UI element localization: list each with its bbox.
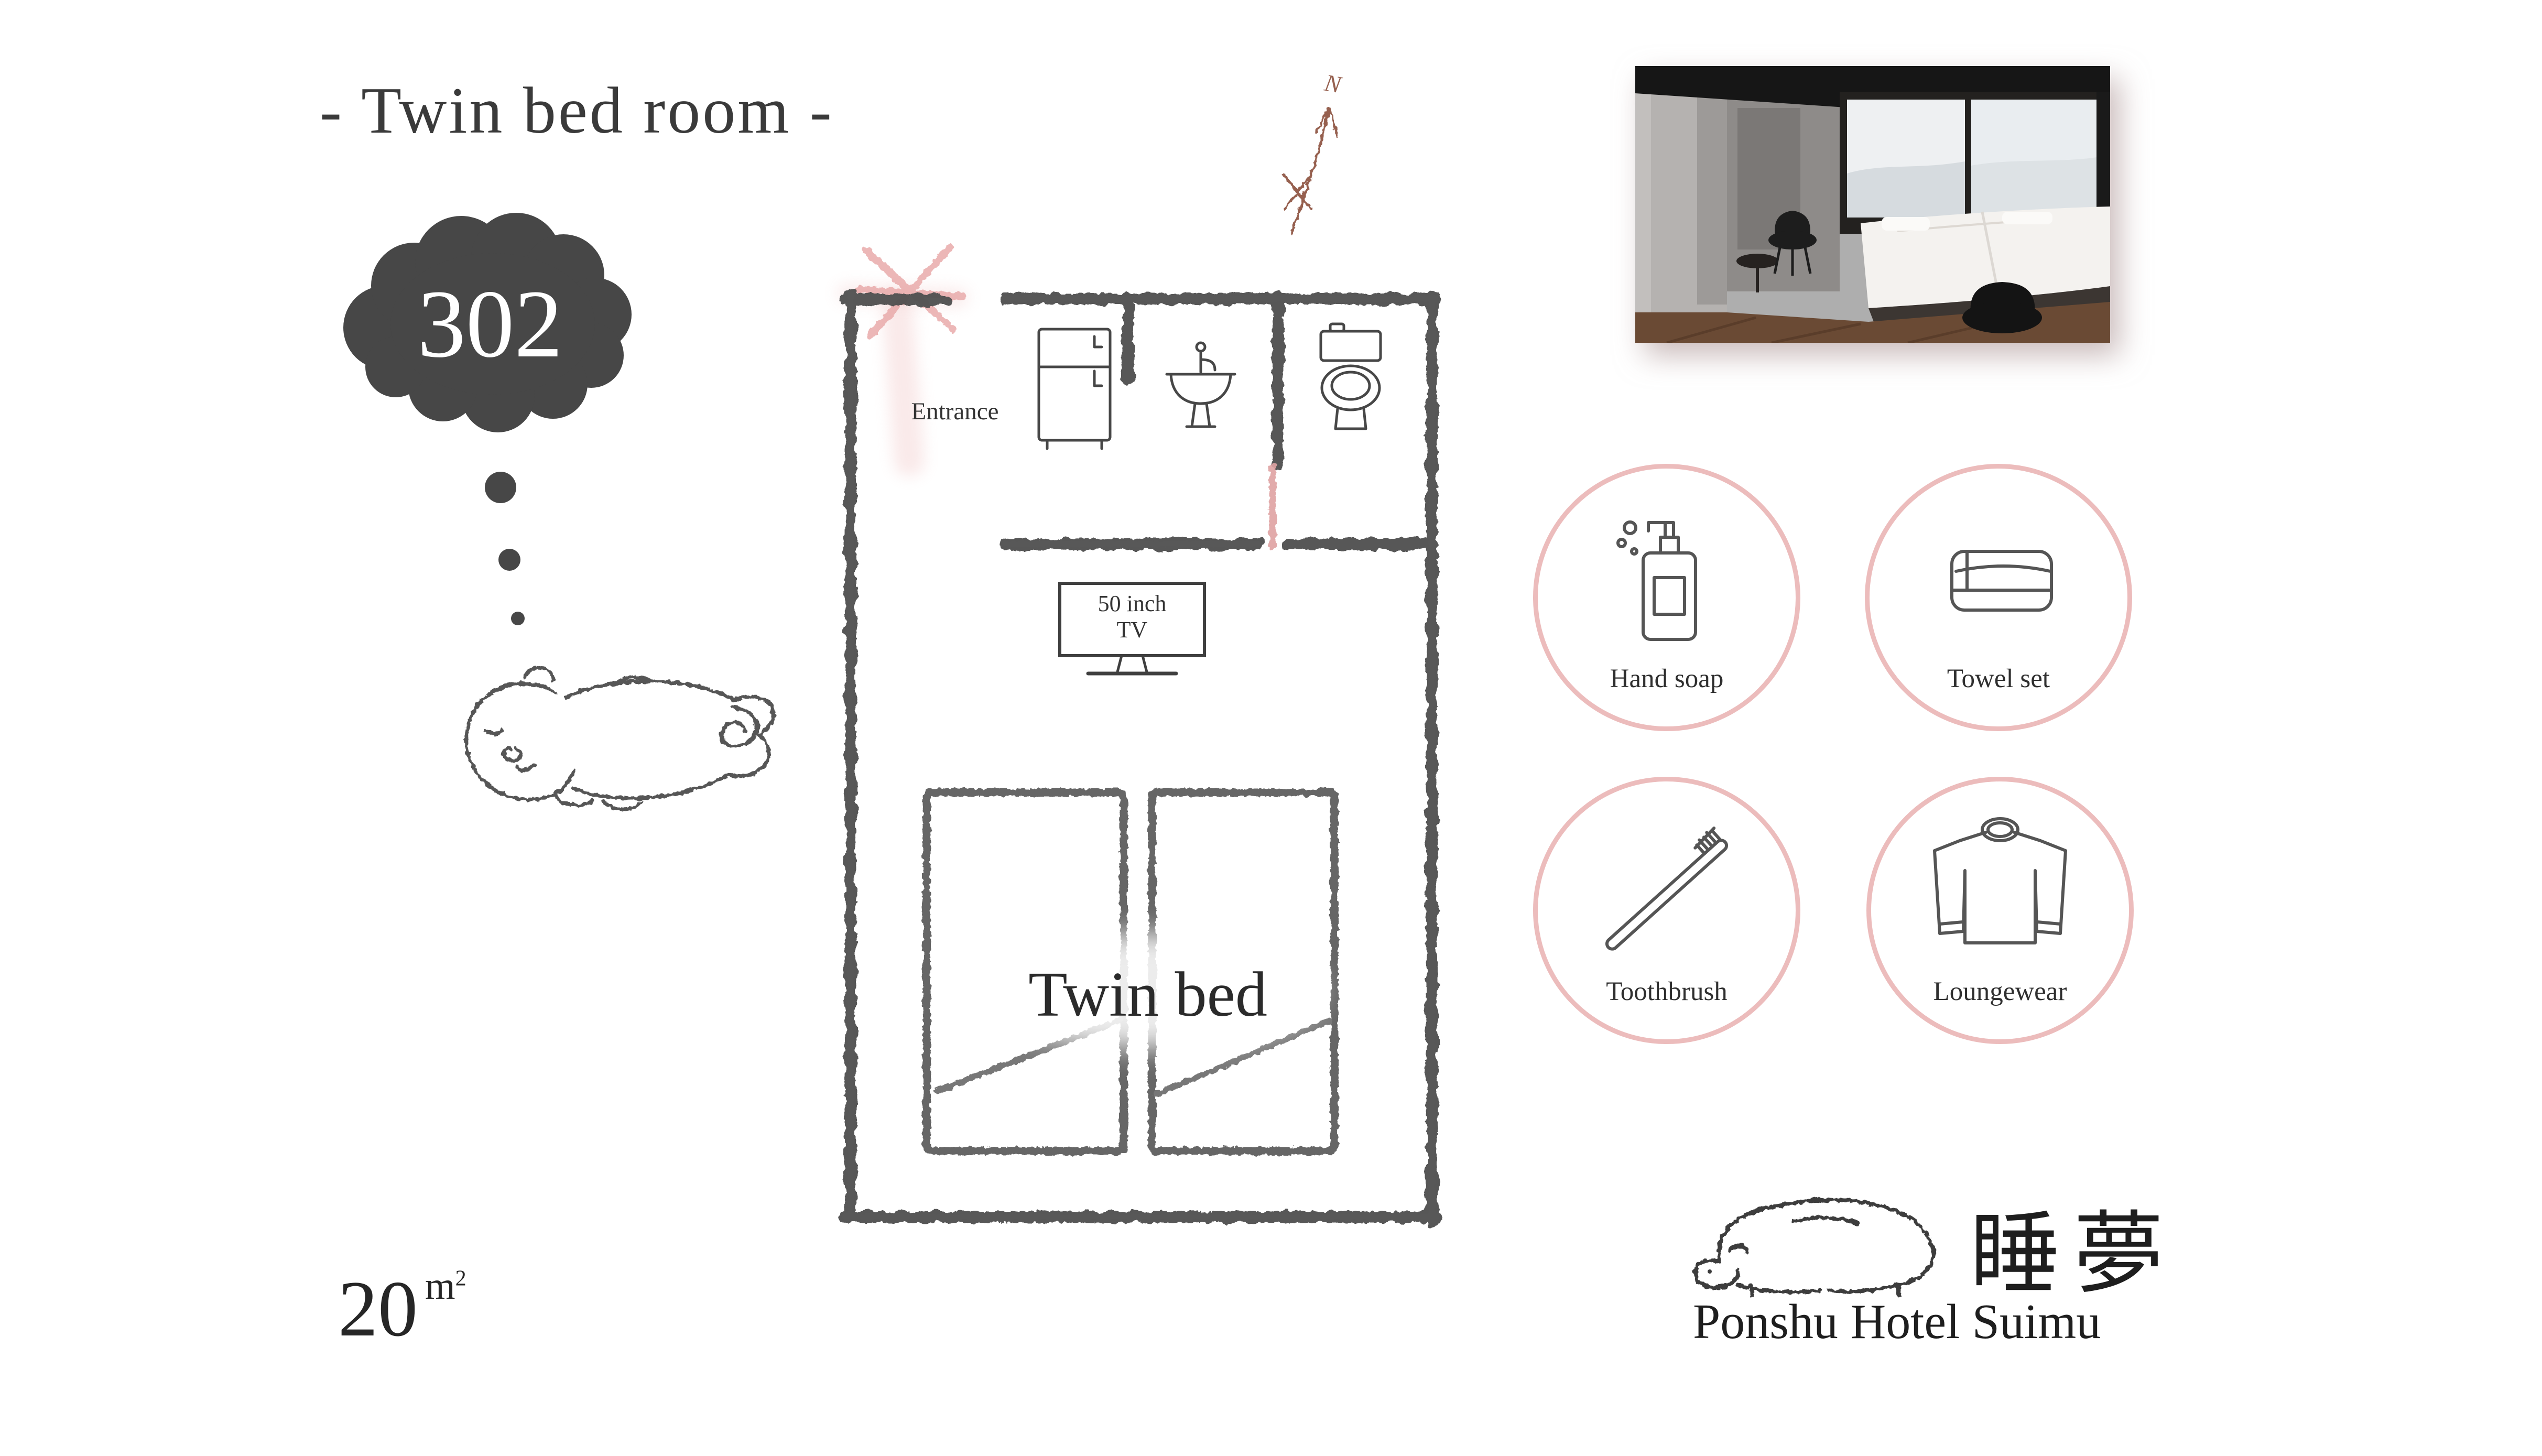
toilet-icon <box>1319 322 1382 430</box>
refrigerator-icon <box>1037 328 1112 450</box>
amenity-loungewear: Loungewear <box>1866 777 2134 1044</box>
hotel-logo-jp: 睡夢 <box>1970 1205 2177 1305</box>
amenity-label: Toothbrush <box>1606 977 1728 1006</box>
amenity-hand-soap: Hand soap <box>1533 464 1800 731</box>
thought-dot <box>511 612 525 625</box>
entrance-door-marks <box>837 244 969 476</box>
thought-dot <box>485 472 516 503</box>
amenity-label: Hand soap <box>1610 664 1724 693</box>
hotel-name: Ponshu Hotel Suimu <box>1693 1295 2101 1349</box>
room-photo <box>1635 66 2110 343</box>
cloud-shape <box>343 213 632 625</box>
loungewear-shirt-icon <box>1933 817 2067 944</box>
entrance-label: Entrance <box>911 398 998 425</box>
tv-label-line1: 50 inch <box>1098 591 1167 616</box>
area-unit: m2 <box>425 1265 466 1308</box>
floor-plan: Entrance 50 inch TV Twin bed <box>837 244 1442 1227</box>
amenity-label: Loungewear <box>1933 977 2067 1006</box>
walls <box>839 288 1442 1227</box>
room-number-cloud: 302 <box>343 213 632 625</box>
bed-label: Twin bed <box>1028 959 1267 1030</box>
sleeping-bear-doodle-icon <box>464 666 776 811</box>
label-highlight <box>975 933 1321 1048</box>
page-title: - Twin bed room - <box>320 74 834 147</box>
amenity-toothbrush: Toothbrush <box>1533 777 1800 1044</box>
compass-label: N <box>1322 69 1344 99</box>
towel-icon <box>1950 550 2053 612</box>
compass-north-icon: N <box>1281 69 1344 235</box>
sink-icon <box>1165 341 1236 428</box>
area-number: 20 <box>338 1265 418 1353</box>
thought-dot <box>498 549 520 571</box>
polar-bear-logo-icon <box>1693 1198 1936 1298</box>
walls-texture <box>842 290 1439 1224</box>
toothbrush-icon <box>1605 827 1729 951</box>
tv-label-line2: TV <box>1117 617 1148 643</box>
tv-icon: 50 inch TV <box>1058 582 1206 676</box>
amenity-towel-set: Towel set <box>1865 464 2132 731</box>
amenity-label: Towel set <box>1947 664 2050 693</box>
soap-dispenser-icon <box>1616 520 1697 641</box>
room-number: 302 <box>417 270 563 378</box>
